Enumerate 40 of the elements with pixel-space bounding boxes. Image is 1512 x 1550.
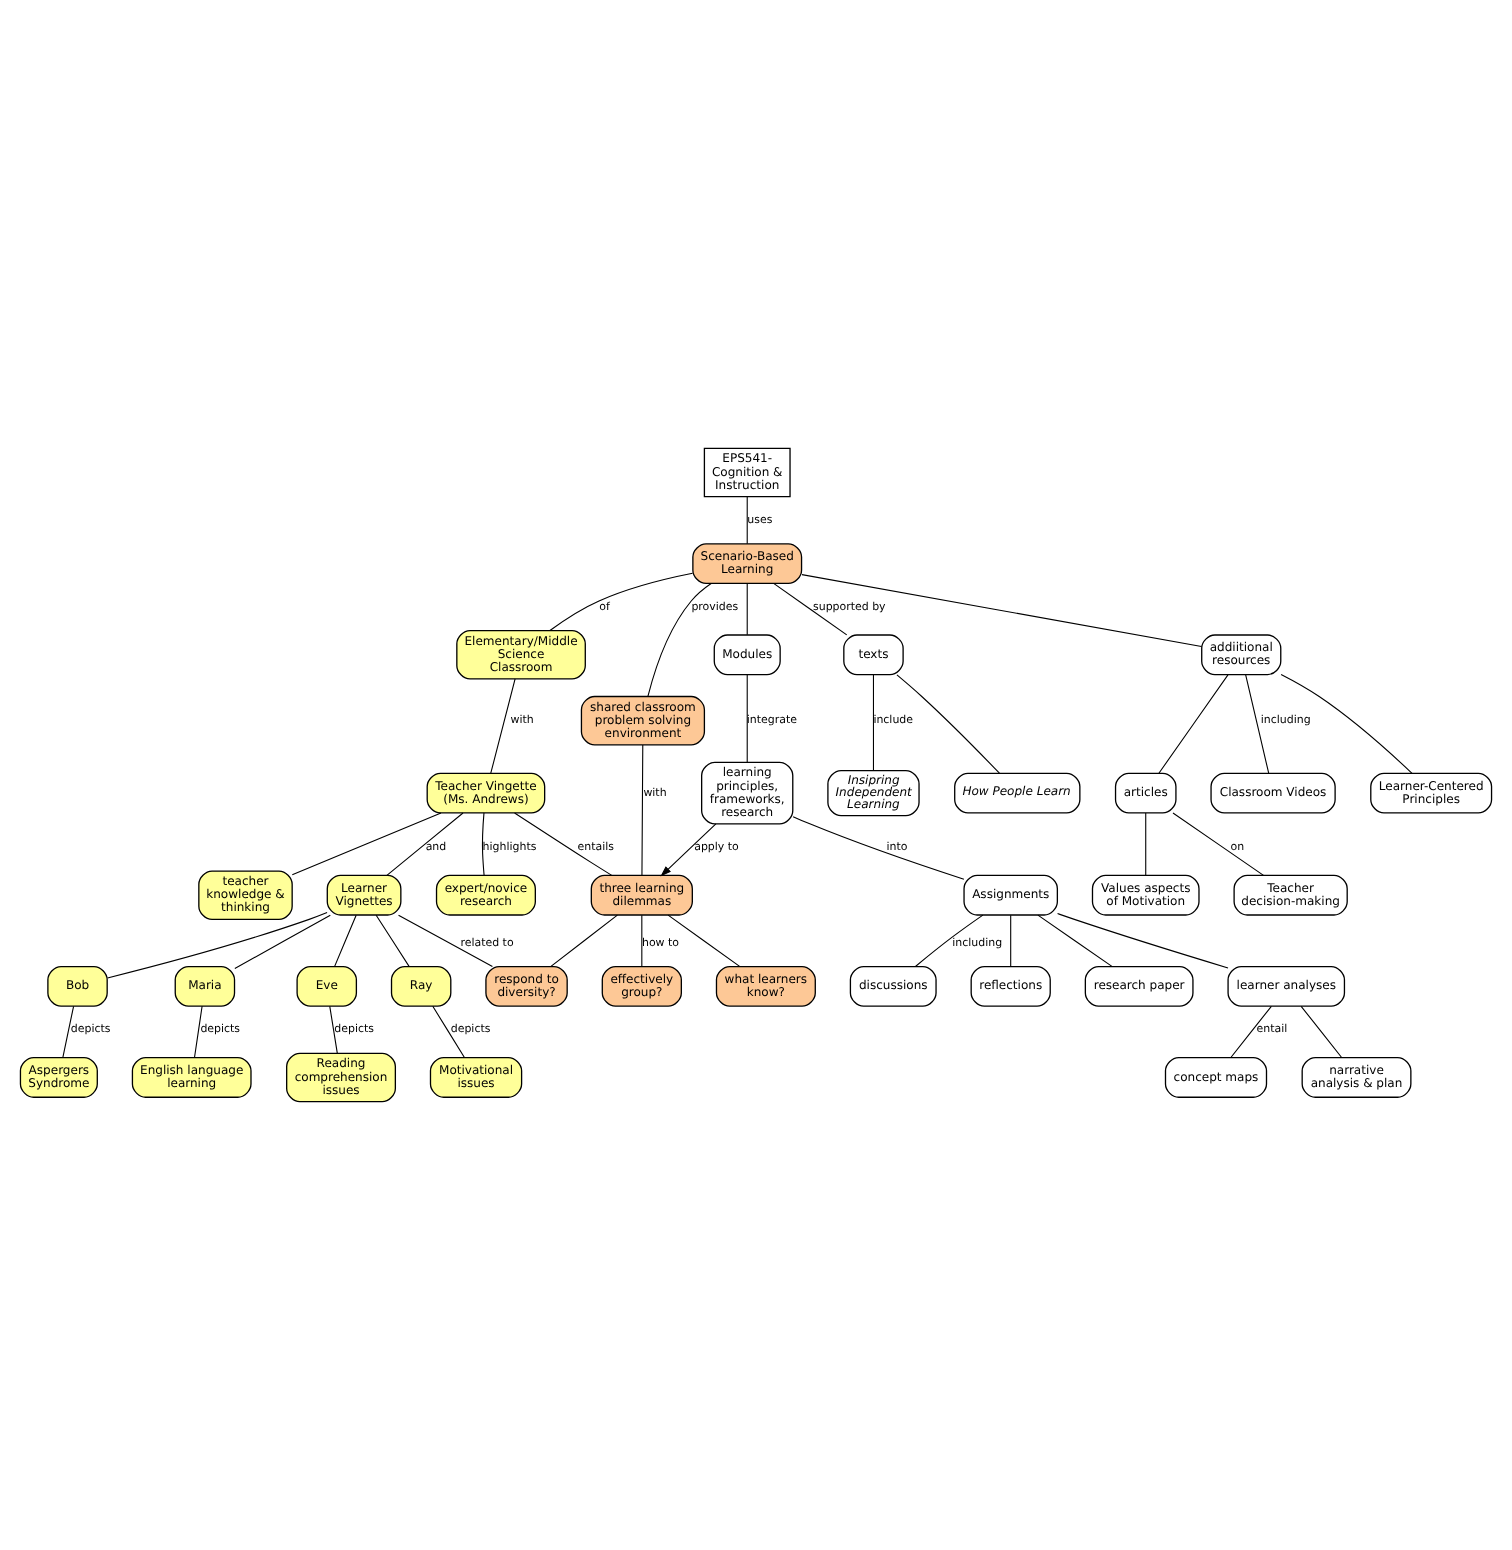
- connector: [746, 674, 748, 763]
- connector: [746, 583, 748, 636]
- connector: [334, 914, 357, 967]
- connector: [1230, 1005, 1272, 1059]
- connector: [1158, 674, 1229, 774]
- connector: [329, 1005, 338, 1054]
- connector: [549, 572, 694, 632]
- connector: [896, 674, 1000, 774]
- connector: [481, 812, 485, 876]
- connector: [1280, 673, 1413, 774]
- connector: [1172, 812, 1265, 876]
- connector: [397, 914, 493, 968]
- connector: [773, 583, 848, 636]
- connector: [641, 914, 643, 967]
- connector: [667, 914, 741, 967]
- connector: [1245, 674, 1270, 774]
- connector: [746, 496, 748, 545]
- connector: [386, 812, 464, 876]
- connector: [1037, 914, 1113, 967]
- connector: [514, 812, 613, 876]
- connector: [647, 582, 712, 697]
- connector: [801, 574, 1203, 648]
- connector: [291, 812, 442, 876]
- arrow: [660, 823, 717, 877]
- connector: [872, 674, 874, 772]
- connector: [193, 1005, 203, 1059]
- connector: [1010, 914, 1012, 967]
- connector: [62, 1005, 75, 1059]
- connector: [1057, 913, 1229, 969]
- connector: [234, 914, 331, 970]
- connector: [641, 744, 644, 876]
- connector: [432, 1005, 465, 1059]
- connector: [490, 678, 516, 774]
- connector: [1145, 812, 1147, 876]
- connector: [792, 816, 965, 880]
- connector: [106, 912, 328, 979]
- connector: [914, 914, 984, 968]
- connector: [375, 914, 410, 967]
- connector: [1300, 1005, 1343, 1059]
- connector: [550, 914, 618, 967]
